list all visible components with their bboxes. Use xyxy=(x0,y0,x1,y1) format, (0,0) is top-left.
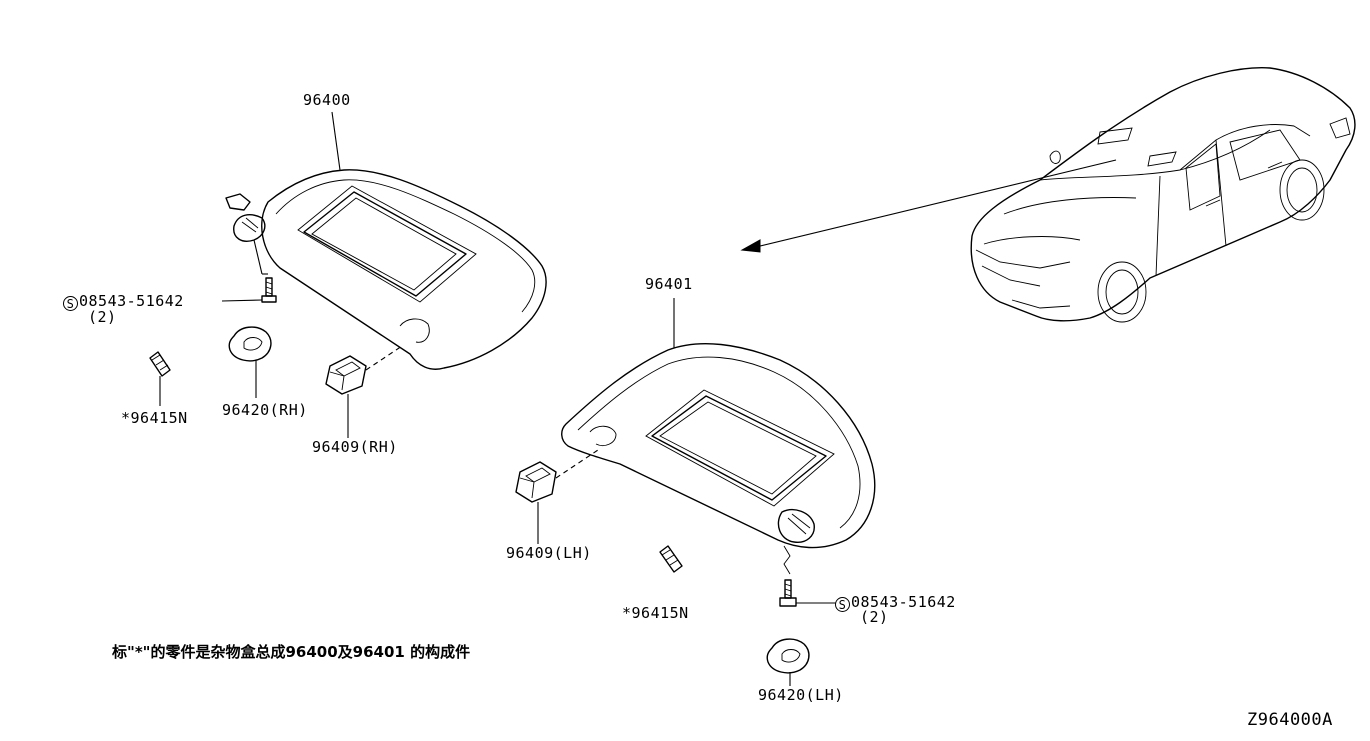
label-screw-rh-qty: (2) xyxy=(88,308,117,326)
car-illustration xyxy=(970,67,1356,323)
screw-lh xyxy=(779,579,836,607)
holder-lh xyxy=(515,449,599,544)
drawing-code: Z964000A xyxy=(1247,710,1333,730)
label-screw-lh-qty: (2) xyxy=(860,608,889,626)
label-visor-rh: 96400 xyxy=(303,91,351,109)
cover-lh xyxy=(766,638,810,686)
label-screw-lh-code: 08543-51642 xyxy=(851,593,956,611)
label-screw-rh-code: 08543-51642 xyxy=(79,292,184,310)
label-pin-lh: *96415N xyxy=(622,604,689,622)
label-holder-lh: 96409(LH) xyxy=(506,544,592,562)
footnote: 标"*"的零件是杂物盒总成96400及96401 的构成件 xyxy=(112,643,471,661)
sun-visor-lh xyxy=(561,342,876,575)
label-pin-rh: *96415N xyxy=(121,409,188,427)
sun-visor-rh xyxy=(225,169,547,370)
pin-lh xyxy=(659,545,683,573)
screw-rh xyxy=(221,277,277,303)
pin-rh xyxy=(149,351,171,406)
s-symbol-icon: S xyxy=(835,597,850,612)
label-visor-lh: 96401 xyxy=(645,275,693,293)
s-symbol-icon: S xyxy=(63,296,78,311)
cover-rh xyxy=(228,326,272,398)
pointer-arrow xyxy=(740,159,1117,253)
label-holder-rh: 96409(RH) xyxy=(312,438,398,456)
holder-rh xyxy=(325,345,403,438)
leader-96400 xyxy=(331,111,341,171)
label-cover-lh: 96420(LH) xyxy=(758,686,844,704)
label-cover-rh: 96420(RH) xyxy=(222,401,308,419)
